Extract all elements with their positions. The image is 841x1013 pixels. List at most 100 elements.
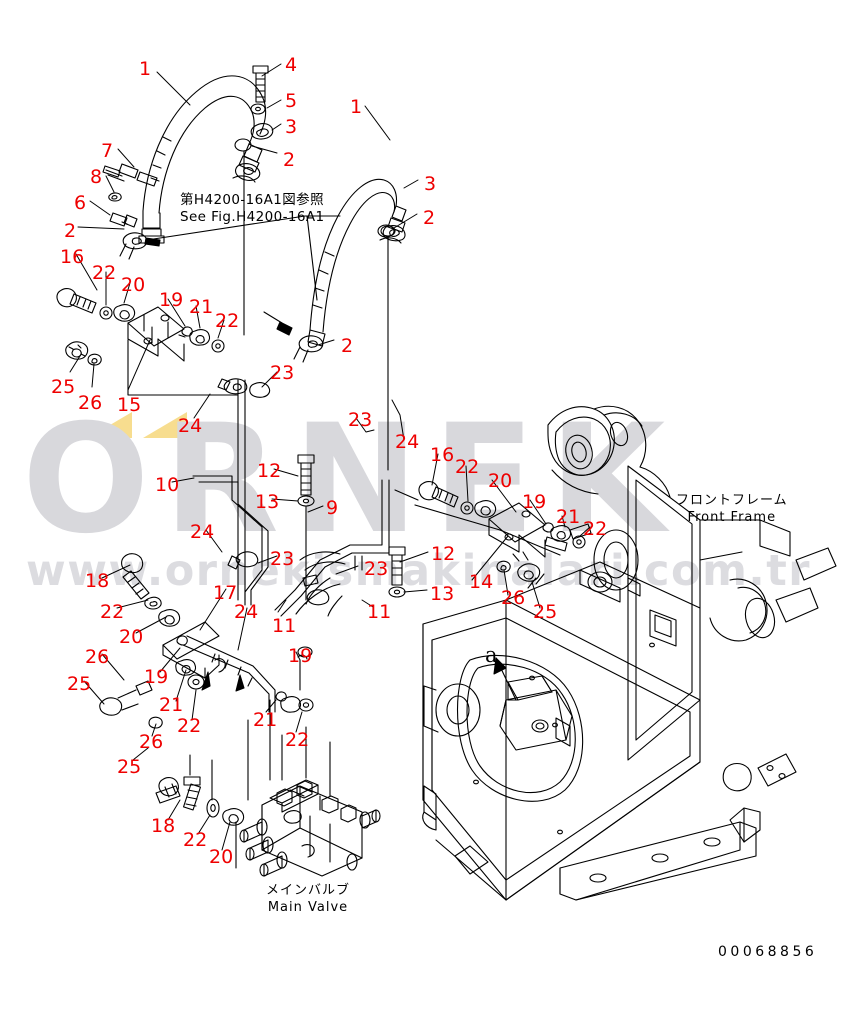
callout-number-20: 20: [488, 470, 513, 492]
washer-item-5: [250, 103, 266, 115]
callout-number-14: 14: [469, 571, 494, 593]
callout-number-2: 2: [283, 149, 296, 171]
callout-number-25: 25: [533, 601, 558, 623]
callout-number-26: 26: [139, 731, 164, 753]
callout-number-21: 21: [159, 694, 184, 716]
bracket-group-left: [56, 288, 225, 366]
clamp-item-3: [250, 123, 274, 140]
callout-number-22: 22: [285, 729, 310, 751]
main-valve-caption-jp: メインバルブ: [266, 883, 351, 898]
front-frame-caption-jp: フロントフレーム: [676, 493, 788, 508]
tube-assembly-center-10: [192, 475, 269, 606]
main-valve-caption-en: Main Valve: [267, 900, 349, 915]
callout-number-20: 20: [209, 846, 234, 868]
note-leader-line: [146, 215, 341, 241]
callout-number-15: 15: [117, 394, 142, 416]
front-frame-structure: [422, 405, 837, 901]
callout-number-11: 11: [367, 601, 392, 623]
callout-number-12: 12: [257, 460, 282, 482]
callout-number-16: 16: [60, 246, 85, 268]
callout-number-6: 6: [74, 192, 87, 214]
callout-number-22: 22: [583, 518, 608, 540]
main-valve-assembly: [239, 726, 381, 877]
callout-number-21: 21: [556, 506, 581, 528]
callout-number-21: 21: [189, 296, 214, 318]
tube-assembly-center-loop: [274, 479, 390, 617]
callout-number-3: 3: [424, 173, 437, 195]
bolt-item-7: [102, 163, 158, 187]
callout-number-20: 20: [119, 626, 144, 648]
callout-number-25: 25: [117, 756, 142, 778]
callout-number-3: 3: [285, 116, 298, 138]
connector-item-2-left: [119, 232, 161, 260]
callout-number-19: 19: [288, 645, 313, 667]
bolt-item-12-right: [388, 546, 406, 586]
callout-number-18: 18: [85, 570, 110, 592]
callout-number-2: 2: [423, 207, 436, 229]
front-frame-caption: フロントフレーム Front Frame: [676, 492, 788, 526]
callout-number-5: 5: [285, 90, 298, 112]
callout-number-22: 22: [177, 715, 202, 737]
bolt-group-bottom-left: [155, 699, 271, 869]
washer-item-13-right: [388, 586, 406, 598]
callout-number-1: 1: [139, 58, 152, 80]
callout-leader-lines: [69, 63, 591, 851]
callout-number-23: 23: [348, 409, 373, 431]
callout-number-22: 22: [100, 601, 125, 623]
callout-number-8: 8: [90, 166, 103, 188]
callout-number-2: 2: [64, 220, 77, 242]
bracket-group-lower-right-small: [275, 646, 314, 713]
callout-number-23: 23: [364, 558, 389, 580]
callout-number-9: 9: [326, 497, 339, 519]
main-valve-caption: メインバルブ Main Valve: [266, 882, 350, 916]
fitting-item-6: [109, 212, 138, 228]
callout-number-20: 20: [121, 274, 146, 296]
front-frame-caption-en: Front Frame: [687, 510, 777, 525]
seal-item-2-right: [377, 224, 395, 238]
callout-number-19: 19: [159, 289, 184, 311]
callout-number-24: 24: [234, 601, 259, 623]
callout-number-13: 13: [430, 583, 455, 605]
see-fig-reference-en: See Fig.H4200-16A1: [180, 209, 325, 225]
callout-number-2: 2: [341, 335, 354, 357]
callout-number-25: 25: [67, 673, 92, 695]
bolt-item-12-center: [297, 454, 315, 496]
callout-number-23: 23: [270, 548, 295, 570]
callout-number-25: 25: [51, 376, 76, 398]
bracket-group-lower-left: [99, 553, 276, 729]
callout-number-18: 18: [151, 815, 176, 837]
callout-number-21: 21: [253, 709, 278, 731]
callout-number-4: 4: [285, 54, 298, 76]
callout-number-22: 22: [183, 829, 208, 851]
callout-number-19: 19: [522, 491, 547, 513]
bolt-item-4: [252, 65, 269, 103]
callout-number-22: 22: [455, 456, 480, 478]
callout-number-24: 24: [190, 521, 215, 543]
drawing-number: 00068856: [718, 944, 818, 960]
callout-number-23: 23: [270, 362, 295, 384]
callout-number-10: 10: [155, 474, 180, 496]
callout-number-26: 26: [85, 646, 110, 668]
hose-assembly-right: [263, 178, 407, 363]
see-fig-reference-jp: 第H4200-16A1図参照: [180, 192, 324, 208]
callout-number-22: 22: [215, 310, 240, 332]
callout-number-24: 24: [178, 415, 203, 437]
callout-number-13: 13: [255, 491, 280, 513]
seal-item-2-upper: [234, 138, 252, 336]
note-leader-line-2: [306, 215, 318, 301]
callout-number-26: 26: [78, 392, 103, 414]
loose-parts-right: [722, 753, 797, 792]
seal-item-2-right-lower: [380, 225, 396, 471]
hose-assembly-left: [138, 75, 267, 244]
callout-number-22: 22: [92, 262, 117, 284]
see-fig-reference-note: 第H4200-16A1図参照 See Fig.H4200-16A1: [180, 192, 324, 226]
detail-mark-a: a: [485, 643, 498, 667]
callout-number-12: 12: [431, 543, 456, 565]
tube-assembly-left-vertical: [127, 339, 271, 601]
callout-number-1: 1: [350, 96, 363, 118]
callout-number-11: 11: [272, 615, 297, 637]
callout-number-7: 7: [101, 140, 114, 162]
bracket-group-right: [394, 481, 592, 589]
